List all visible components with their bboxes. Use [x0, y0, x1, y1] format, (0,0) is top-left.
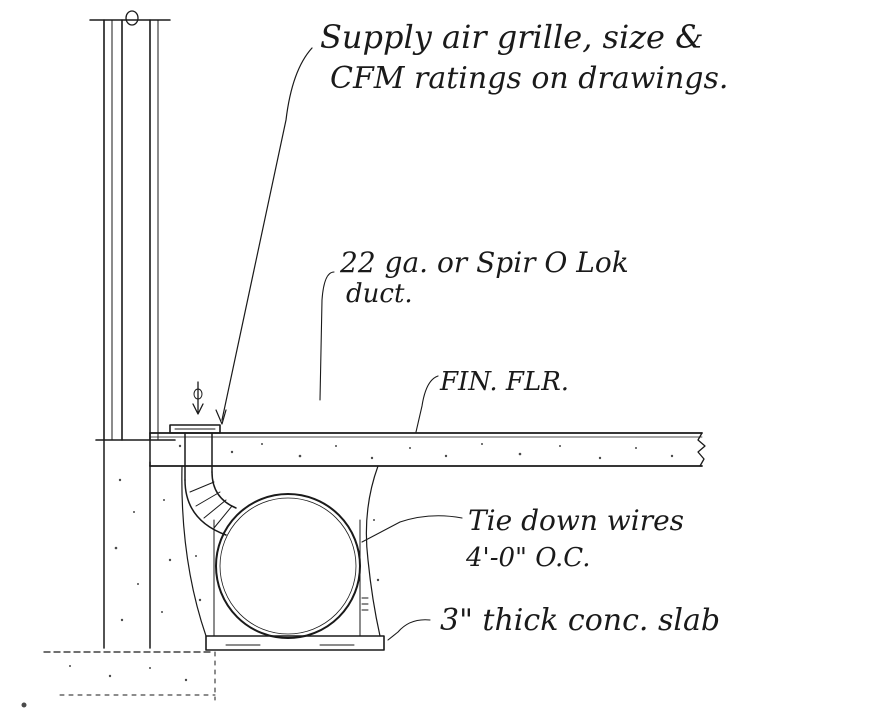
- concrete-stipple: [21, 443, 674, 708]
- slab-note: 3" thick conc. slab: [440, 603, 720, 638]
- duct-note-line2: duct.: [346, 279, 413, 309]
- round-duct: [215, 493, 361, 639]
- grille-note-line1: Supply air grille, size &: [320, 18, 704, 56]
- leader-lines: [215, 47, 463, 641]
- wires-note-line1: Tie down wires: [468, 504, 684, 537]
- supply-grille: [169, 381, 221, 434]
- wall: [89, 10, 176, 441]
- floor-note: FIN. FLR.: [439, 367, 569, 397]
- grille-leader: [221, 47, 313, 421]
- floor-leader: [415, 375, 439, 433]
- duct-base-slab: [205, 635, 385, 651]
- duct-note-line1: 22 ga. or Spir O Lok: [339, 246, 629, 279]
- wires-note-line2: 4'-0" O.C.: [465, 543, 591, 573]
- wires-leader: [361, 515, 463, 543]
- tie-down-wires: [213, 519, 369, 637]
- duct-leader: [319, 271, 335, 401]
- duct-elbow: [184, 432, 237, 536]
- floor-slab: [149, 432, 706, 467]
- grille-note-line2: CFM ratings on drawings.: [330, 61, 728, 96]
- concrete-encasement: [181, 465, 381, 637]
- foundation-wall: [43, 439, 216, 701]
- slab-leader: [387, 619, 431, 641]
